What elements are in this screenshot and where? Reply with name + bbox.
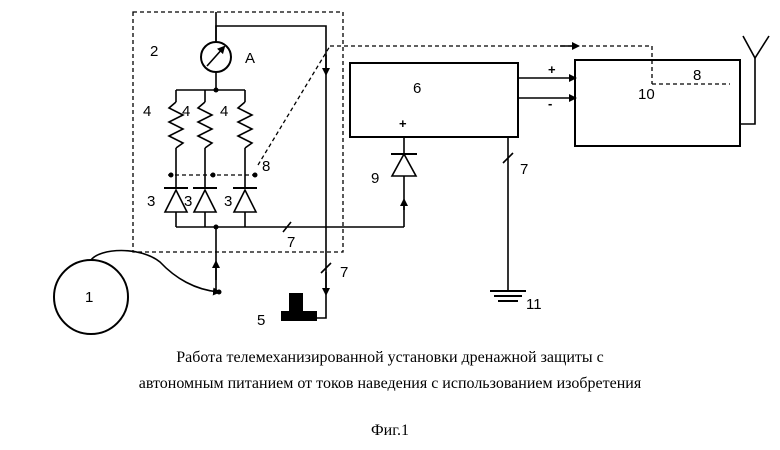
label-cable-3: 7 xyxy=(520,161,528,178)
ammeter: A xyxy=(201,12,255,90)
current-source: 1 xyxy=(54,260,128,334)
ground-electrode: 5 xyxy=(257,293,317,329)
label-ground-electrode: 5 xyxy=(257,312,265,329)
label-diode-1: 3 xyxy=(147,193,155,210)
schematic-diagram: 2 A 4 4 4 8 xyxy=(0,0,780,345)
diode-3 xyxy=(233,188,257,227)
diode-2 xyxy=(193,188,217,227)
label-resistor-3: 4 xyxy=(220,103,228,120)
sign-minus-output: - xyxy=(548,96,552,111)
protection-unit-enclosure xyxy=(133,12,343,252)
label-cable-1: 7 xyxy=(287,234,295,251)
caption-line-2: автономным питанием от токов наведения с… xyxy=(0,373,780,395)
label-telemetry: 10 xyxy=(638,86,655,103)
label-diode-2: 3 xyxy=(184,193,192,210)
sign-plus-output: + xyxy=(548,62,556,77)
telemetry-block: 10 8 xyxy=(575,60,740,146)
caption-line-1: Работа телемеханизированной установки др… xyxy=(0,347,780,369)
label-main-diode: 9 xyxy=(371,170,379,187)
label-resistor-1: 4 xyxy=(143,103,151,120)
label-protection-unit: 2 xyxy=(150,43,158,60)
label-cable-2: 7 xyxy=(340,264,348,281)
ground-symbol: 11 xyxy=(490,291,542,313)
label-telemetry-module: 8 xyxy=(693,67,701,84)
label-diode-3: 3 xyxy=(224,193,232,210)
label-switch: 8 xyxy=(262,158,270,175)
label-resistor-2: 4 xyxy=(182,103,190,120)
label-ground: 11 xyxy=(526,296,542,313)
label-ammeter: A xyxy=(245,50,255,67)
main-diode: + 9 xyxy=(371,116,417,187)
converter-block: 6 xyxy=(350,63,518,137)
figure-label: Фиг.1 xyxy=(0,420,780,442)
sign-plus-diode: + xyxy=(399,116,407,131)
antenna-icon xyxy=(740,36,769,124)
label-current-source: 1 xyxy=(85,289,93,306)
label-converter: 6 xyxy=(413,80,421,97)
